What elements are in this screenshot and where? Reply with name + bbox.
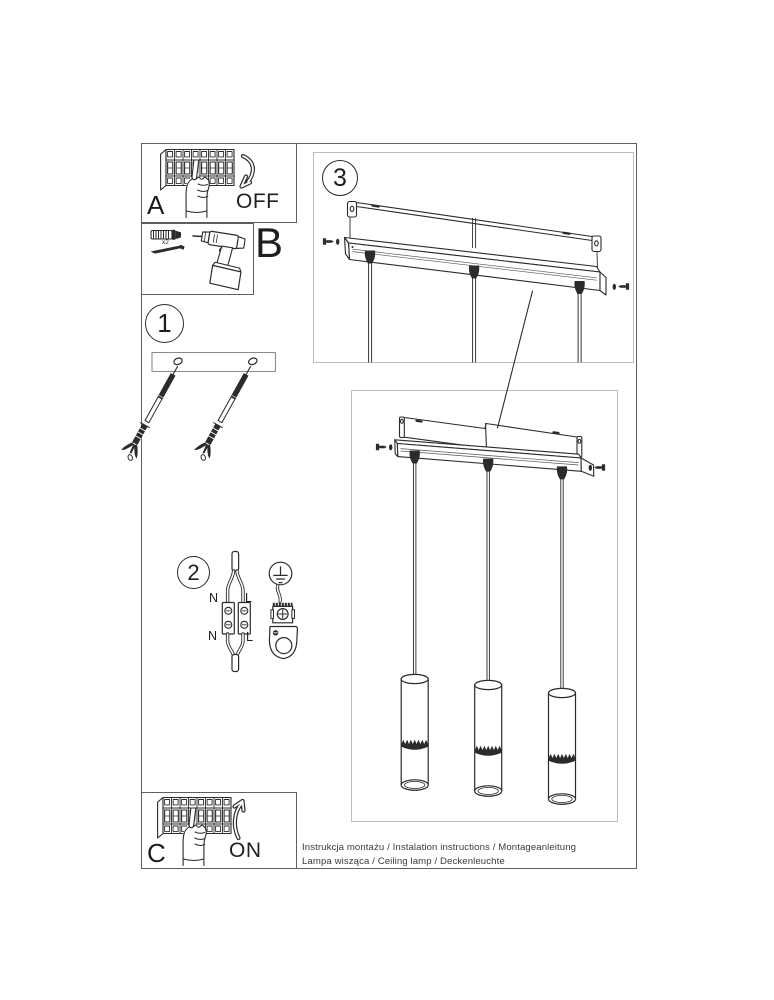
caption-area: Instrukcja montażu / Instalation instruc… — [302, 841, 576, 869]
step-2-badge: 2 — [177, 556, 210, 589]
lamp-canopy-rail-icon — [394, 439, 595, 477]
earth-symbol-icon — [268, 561, 293, 604]
step-2-number: 2 — [187, 559, 200, 585]
step-3-number: 3 — [333, 163, 347, 192]
step-c-label: C — [147, 838, 166, 868]
anchor-qty-label: x2 — [162, 239, 169, 246]
strain-relief-icon — [268, 602, 299, 660]
anchor-screw-icon — [117, 361, 259, 465]
drill-icon — [192, 230, 246, 291]
caption-line-2: Lampa wisząca / Ceiling lamp / Deckenleu… — [302, 855, 505, 867]
curved-arrow-down-icon — [239, 153, 255, 189]
leader-line — [496, 290, 534, 429]
power-cable-bottom-icon — [225, 632, 245, 673]
step-1-number: 1 — [157, 308, 172, 338]
wire-label-n-top: N — [209, 591, 219, 605]
lamp-pendant-cord-icon — [413, 463, 564, 691]
lamp-ceiling-bracket-icon — [398, 416, 583, 459]
circuit-breaker-a-icon — [160, 148, 235, 220]
wire-label-l-top: L — [245, 591, 252, 605]
caption-line-1: Instrukcja montażu / Instalation instruc… — [302, 842, 577, 853]
curved-arrow-up-icon — [232, 798, 246, 841]
mounting-plate-icon — [151, 351, 277, 373]
wall-plug-icon — [150, 229, 181, 240]
ceiling-bracket-icon — [346, 200, 602, 253]
step-a-label: A — [147, 190, 165, 220]
pendant-cord-icon — [368, 263, 582, 363]
wire-label-l-bottom: L — [246, 630, 253, 644]
power-cable-icon — [225, 550, 245, 605]
step-3-badge: 3 — [322, 160, 358, 196]
circuit-breaker-c-icon — [157, 796, 232, 868]
screw-icon — [150, 244, 185, 254]
step-1-badge: 1 — [145, 304, 184, 343]
step-b-label: B — [255, 219, 284, 266]
pendant-shade-icon — [400, 673, 577, 805]
switch-on-text: ON — [229, 839, 262, 862]
wire-label-n-bottom: N — [208, 629, 218, 643]
switch-off-text: OFF — [236, 190, 280, 213]
